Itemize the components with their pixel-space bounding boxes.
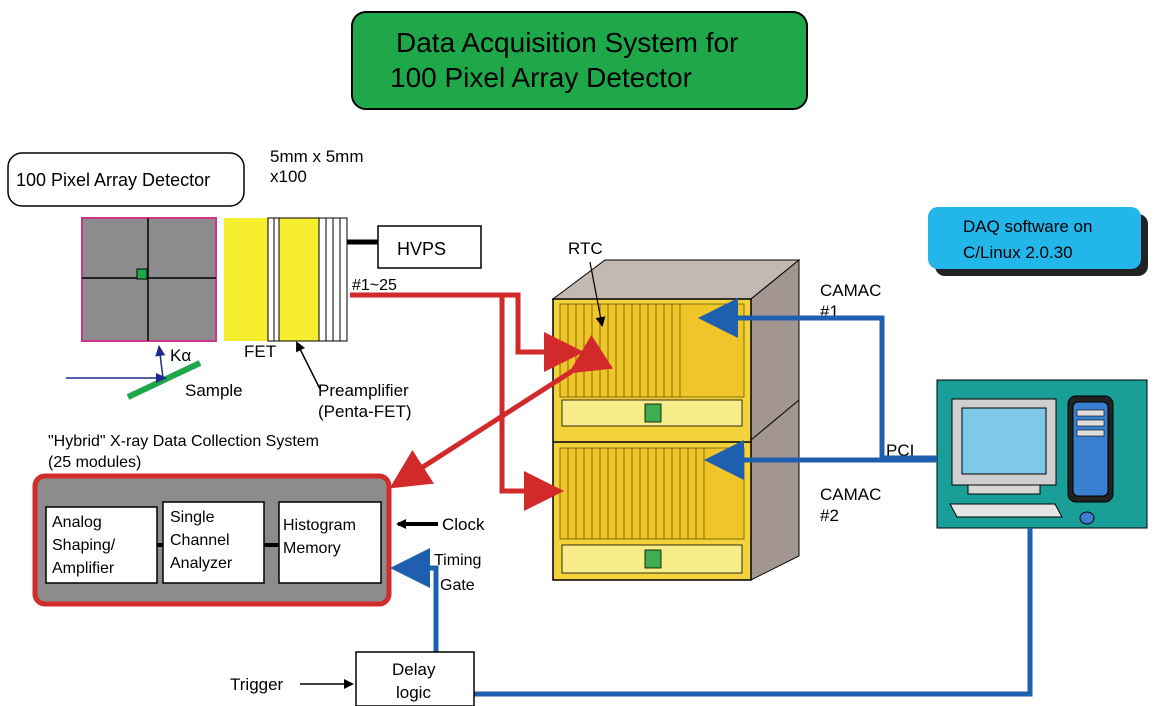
- clock-label: Clock: [442, 515, 485, 534]
- delay-line2: logic: [396, 683, 431, 702]
- preamp-label: Preamplifier: [318, 381, 409, 400]
- timing-label: Timing: [434, 552, 481, 569]
- histogram-line2: Memory: [283, 540, 341, 557]
- center-pixel: [136, 268, 148, 280]
- delay-line1: Delay: [392, 660, 436, 679]
- shaper-line3: Amplifier: [52, 560, 115, 577]
- preamp-pointer-arrow: [296, 341, 321, 390]
- shaper-box: [45, 506, 158, 584]
- blue-bus-lines: [390, 298, 1033, 697]
- software-line2: C/Linux 2.0.30: [963, 243, 1073, 262]
- hvps-label: HVPS: [397, 239, 446, 259]
- rtc-pointer-arrow: [589, 261, 606, 327]
- pixel-count-label: x100: [270, 167, 307, 186]
- sca-box: [162, 501, 265, 584]
- title-line2: 100 Pixel Array Detector: [390, 62, 692, 93]
- trigger-label: Trigger: [230, 675, 284, 694]
- fluorescence-arrow: [155, 345, 166, 379]
- title-line1: Data Acquisition System for: [396, 27, 738, 58]
- pc-workstation: [936, 379, 1148, 529]
- detector-label-box: 100 Pixel Array Detector: [7, 152, 245, 207]
- fet-label: FET: [244, 342, 276, 361]
- hybrid-title: "Hybrid" X-ray Data Collection System: [48, 433, 319, 450]
- camac2-label: CAMAC: [820, 485, 881, 504]
- gate-label: Gate: [440, 577, 475, 594]
- histogram-line1: Histogram: [283, 517, 356, 534]
- shaper-line1: Analog: [52, 514, 102, 531]
- title-box: Data Acquisition System for 100 Pixel Ar…: [351, 11, 808, 110]
- hvps-box: HVPS: [377, 225, 482, 269]
- preamp-type-label: (Penta-FET): [318, 402, 412, 421]
- sca-line3: Analyzer: [170, 555, 233, 572]
- pci-label: PCI: [886, 441, 914, 460]
- shaper-line2: Shaping/: [52, 537, 116, 554]
- channels-label: #1~25: [352, 277, 397, 294]
- camac1-label: CAMAC: [820, 281, 881, 300]
- delay-logic-box: Delay logic: [355, 651, 475, 706]
- pixel-size-label: 5mm x 5mm: [270, 147, 364, 166]
- histogram-box: [278, 501, 382, 584]
- software-box: DAQ software on C/Linux 2.0.30: [928, 207, 1148, 276]
- detector-face: [81, 217, 217, 342]
- rtc-label: RTC: [568, 239, 603, 258]
- hybrid-modules: (25 modules): [48, 454, 141, 471]
- red-signal-lines: [350, 292, 614, 511]
- sample-label: Sample: [185, 381, 243, 400]
- sca-line2: Channel: [170, 532, 230, 549]
- software-line1: DAQ software on: [963, 217, 1092, 236]
- camac-crate: [551, 258, 801, 581]
- detector-label: 100 Pixel Array Detector: [16, 170, 210, 190]
- camac2-number: #2: [820, 506, 839, 525]
- fet-preamp-stack: [224, 217, 348, 342]
- hybrid-system-panel: Analog Shaping/ Amplifier Single Channel…: [32, 473, 392, 607]
- k-alpha-label: Kα: [170, 346, 191, 365]
- sca-line1: Single: [170, 509, 215, 526]
